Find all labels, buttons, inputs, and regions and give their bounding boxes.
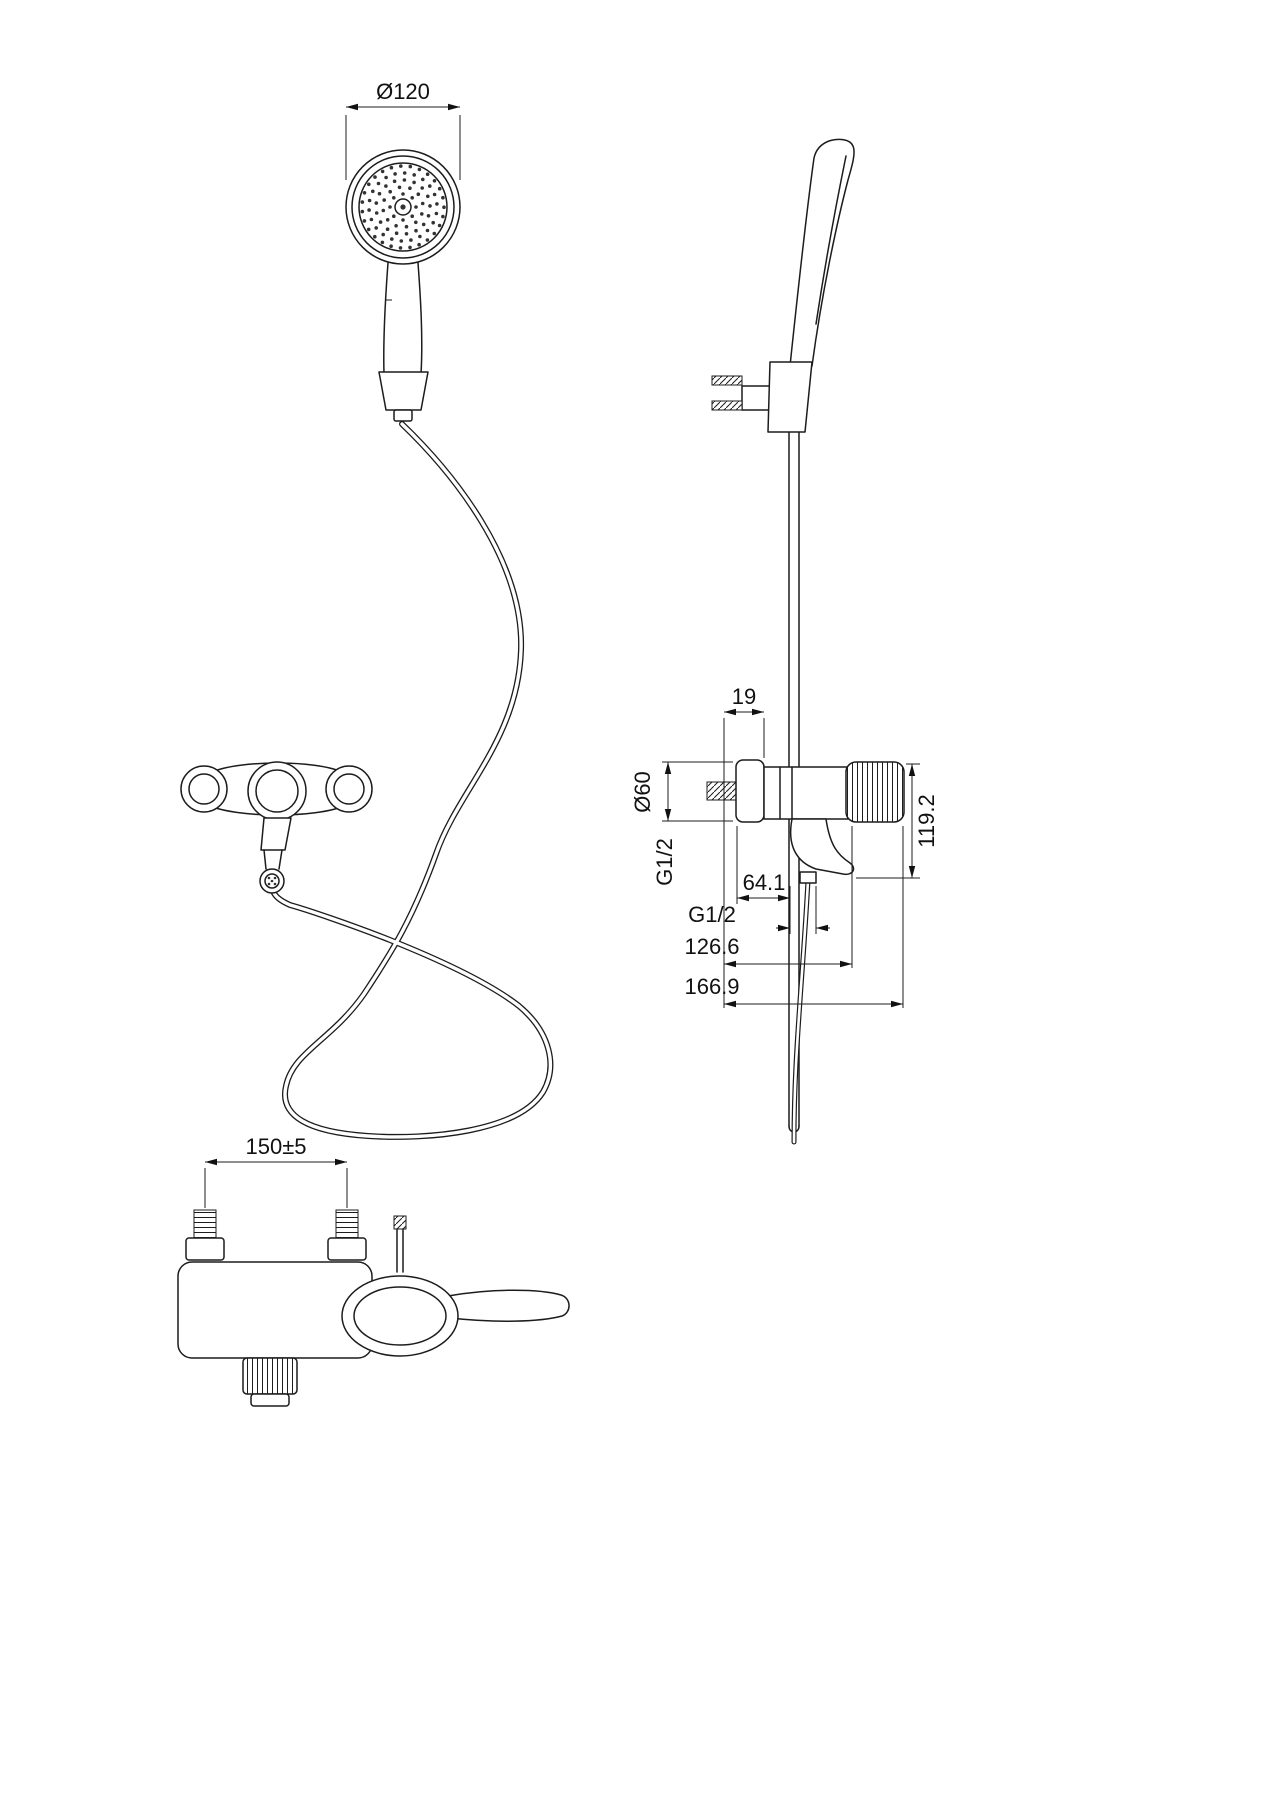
mixer-side-view: [706, 759, 905, 884]
shower-center-dot: [400, 204, 406, 210]
shower-face-dots: [360, 164, 446, 250]
inlet-flange: [185, 1237, 225, 1261]
inlet-nipple-thread: [706, 781, 737, 801]
knurled-knob-top-view: [242, 1357, 298, 1395]
inlet-flange: [327, 1237, 367, 1261]
shower-center-ring: [394, 198, 412, 216]
outlet-connector-inner: [264, 873, 280, 889]
wall-escutcheon-side: [735, 759, 765, 823]
mixer-top-view: 150±5: [177, 1134, 570, 1407]
dim-label-depth-total: 166.9: [684, 974, 739, 999]
dim-label-inlet-spacing: 150±5: [245, 1134, 306, 1159]
outlet-neck-right: [278, 849, 283, 870]
dim-label-depth-mid: 126.6: [684, 934, 739, 959]
dim-label-escutcheon-diameter: Ø60: [630, 771, 655, 813]
dim-label-reach: 64.1: [743, 870, 786, 895]
knurled-knob-side: [845, 761, 905, 823]
left-inlet-fitting: [185, 1209, 225, 1261]
dim-label-inlet-thread: G1/2: [652, 838, 677, 886]
lever-cap-outer: [341, 1275, 459, 1357]
dim-label-height: 119.2: [914, 794, 939, 847]
spout-side: [789, 818, 855, 876]
dim-label-hose-thread: G1/2: [688, 902, 736, 927]
dim-label-head-diameter: Ø120: [376, 79, 430, 104]
shower-head-rim-inner: [351, 155, 455, 259]
valve-body-side: [763, 766, 849, 820]
mixer-front-view: [180, 761, 373, 894]
wall-screw-top: [711, 375, 743, 386]
hand-shower-face-edge: [815, 155, 847, 325]
hand-shower-profile: [789, 138, 855, 367]
hand-shower-front-view: Ø120: [345, 79, 461, 422]
outlet-aerator-dots: [267, 876, 277, 886]
hose-core: [272, 422, 552, 1139]
lever-handle-top: [447, 1289, 570, 1322]
center-escutcheon-inner: [255, 769, 299, 813]
dim-head-diameter: Ø120: [345, 79, 461, 180]
dim-inlet-spacing: 150±5: [204, 1134, 348, 1208]
outlet-neck-left: [263, 849, 267, 870]
lever-pin: [393, 1215, 407, 1273]
hose-connector-side: [799, 871, 817, 884]
hand-shower-holder-front: [378, 371, 429, 411]
shower-hose-side: [791, 877, 811, 1145]
holder-cup-side: [767, 361, 813, 433]
right-flange-outer: [325, 765, 373, 813]
mixer-side-dimensions: 19 Ø60 G1/2 64.1 G1/2 126.6 166.9 119.2: [630, 684, 939, 1008]
right-flange-inner: [333, 773, 365, 805]
inlet-thread: [335, 1209, 359, 1239]
hose-outline: [271, 421, 554, 1140]
left-flange-inner: [188, 773, 220, 805]
knob-tip-top-view: [250, 1393, 290, 1407]
shower-hose-front: [271, 421, 554, 1140]
hand-shower-handle: [382, 249, 423, 375]
dim-label-offset: 19: [732, 684, 756, 709]
outlet-body-front: [260, 817, 292, 851]
hose-core-side: [792, 878, 810, 1144]
pin-thread: [393, 1215, 407, 1230]
right-inlet-fitting: [327, 1209, 367, 1261]
wall-screw-bottom: [711, 400, 743, 411]
inlet-thread: [193, 1209, 217, 1239]
hand-shower-side-view: [711, 138, 855, 433]
left-flange-outer: [180, 765, 228, 813]
shower-face-plate: [358, 162, 448, 252]
lever-cap-inner: [353, 1286, 447, 1346]
hose-nut-front: [393, 409, 413, 422]
